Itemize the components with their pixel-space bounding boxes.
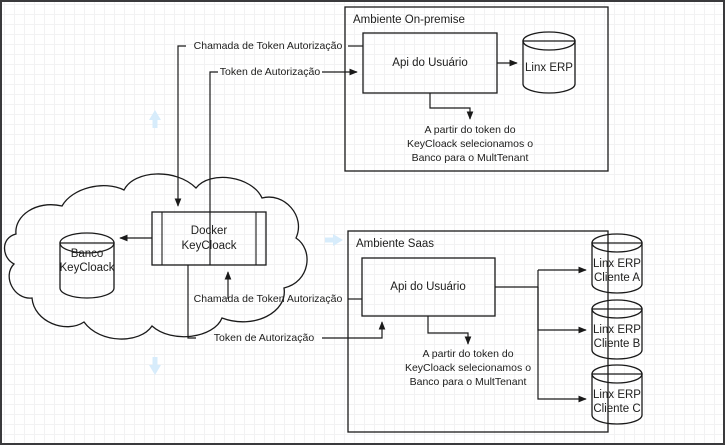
hint-arrow-down[interactable]: [149, 357, 161, 375]
saas-linx-erp-database-b: Linx ERP Cliente B: [591, 299, 643, 360]
saas-db-b-line1: Linx ERP: [593, 324, 641, 336]
banco-db-label-line2: KeyCloack: [60, 262, 115, 274]
edge-bottom-token-label: Token de Autorização: [214, 332, 315, 344]
on-premise-note-line1: A partir do token do: [424, 124, 515, 136]
saas-db-c-line1: Linx ERP: [593, 389, 641, 401]
saas-api-label: Api do Usuário: [390, 281, 465, 293]
saas-db-a-line1: Linx ERP: [593, 258, 641, 270]
saas-note: A partir do token do KeyCloack seleciona…: [405, 348, 531, 388]
saas-db-a-line2: Cliente A: [594, 272, 640, 284]
container-on-premise: Ambiente On-premise: [344, 6, 609, 172]
docker-node-label-line1: Docker: [191, 225, 228, 237]
edge-saas-api-to-databases: [495, 266, 587, 403]
on-premise-title: Ambiente On-premise: [353, 14, 465, 26]
edge-saas-api-to-note: [427, 316, 472, 345]
saas-linx-erp-database-a: Linx ERP Cliente A: [591, 233, 643, 294]
edge-bottom-chamada-token: Chamada de Token Autorização: [194, 271, 362, 305]
edge-top-chamada-token: Chamada de Token Autorização: [174, 40, 363, 207]
saas-db-b-line2: Cliente B: [594, 338, 641, 350]
on-premise-db-label-line1: Linx ERP: [525, 62, 573, 74]
saas-linx-erp-database-c: Linx ERP Cliente C: [591, 364, 643, 425]
edge-bottom-chamada-label: Chamada de Token Autorização: [194, 293, 343, 305]
edge-top-token-autorizacao: Token de Autorização: [209, 66, 358, 265]
on-premise-note: A partir do token do KeyCloack seleciona…: [407, 124, 533, 164]
edge-top-chamada-label: Chamada de Token Autorização: [194, 40, 343, 52]
edge-bottom-token-autorizacao: Token de Autorização: [187, 265, 386, 344]
docker-node-label-line2: KeyCloack: [182, 240, 237, 252]
on-premise-api-label: Api do Usuário: [392, 57, 467, 69]
edge-onprem-api-to-note: [429, 93, 474, 120]
saas-title: Ambiente Saas: [356, 238, 434, 250]
container-saas: Ambiente Saas: [347, 230, 609, 433]
on-premise-note-line2: KeyCloack selecionamos o: [407, 138, 533, 150]
docker-keycloack-node: Docker KeyCloack: [151, 211, 267, 266]
saas-db-c-line2: Cliente C: [593, 403, 640, 415]
cloud-shape: [3, 173, 308, 340]
banco-keycloack-database: Banco KeyCloack: [59, 232, 115, 299]
saas-note-line3: Banco para o MultTenant: [410, 376, 527, 388]
on-premise-linx-erp-database: Linx ERP: [522, 31, 576, 94]
banco-db-label-line1: Banco: [71, 248, 104, 260]
on-premise-note-line3: Banco para o MultTenant: [412, 152, 529, 164]
saas-note-line1: A partir do token do: [422, 348, 513, 360]
saas-api-box: Api do Usuário: [361, 257, 496, 317]
hint-arrow-up[interactable]: [149, 110, 161, 128]
saas-note-line2: KeyCloack selecionamos o: [405, 362, 531, 374]
edge-top-token-label: Token de Autorização: [220, 66, 321, 78]
hint-arrow-right[interactable]: [325, 234, 343, 246]
on-premise-api-box: Api do Usuário: [362, 32, 498, 94]
